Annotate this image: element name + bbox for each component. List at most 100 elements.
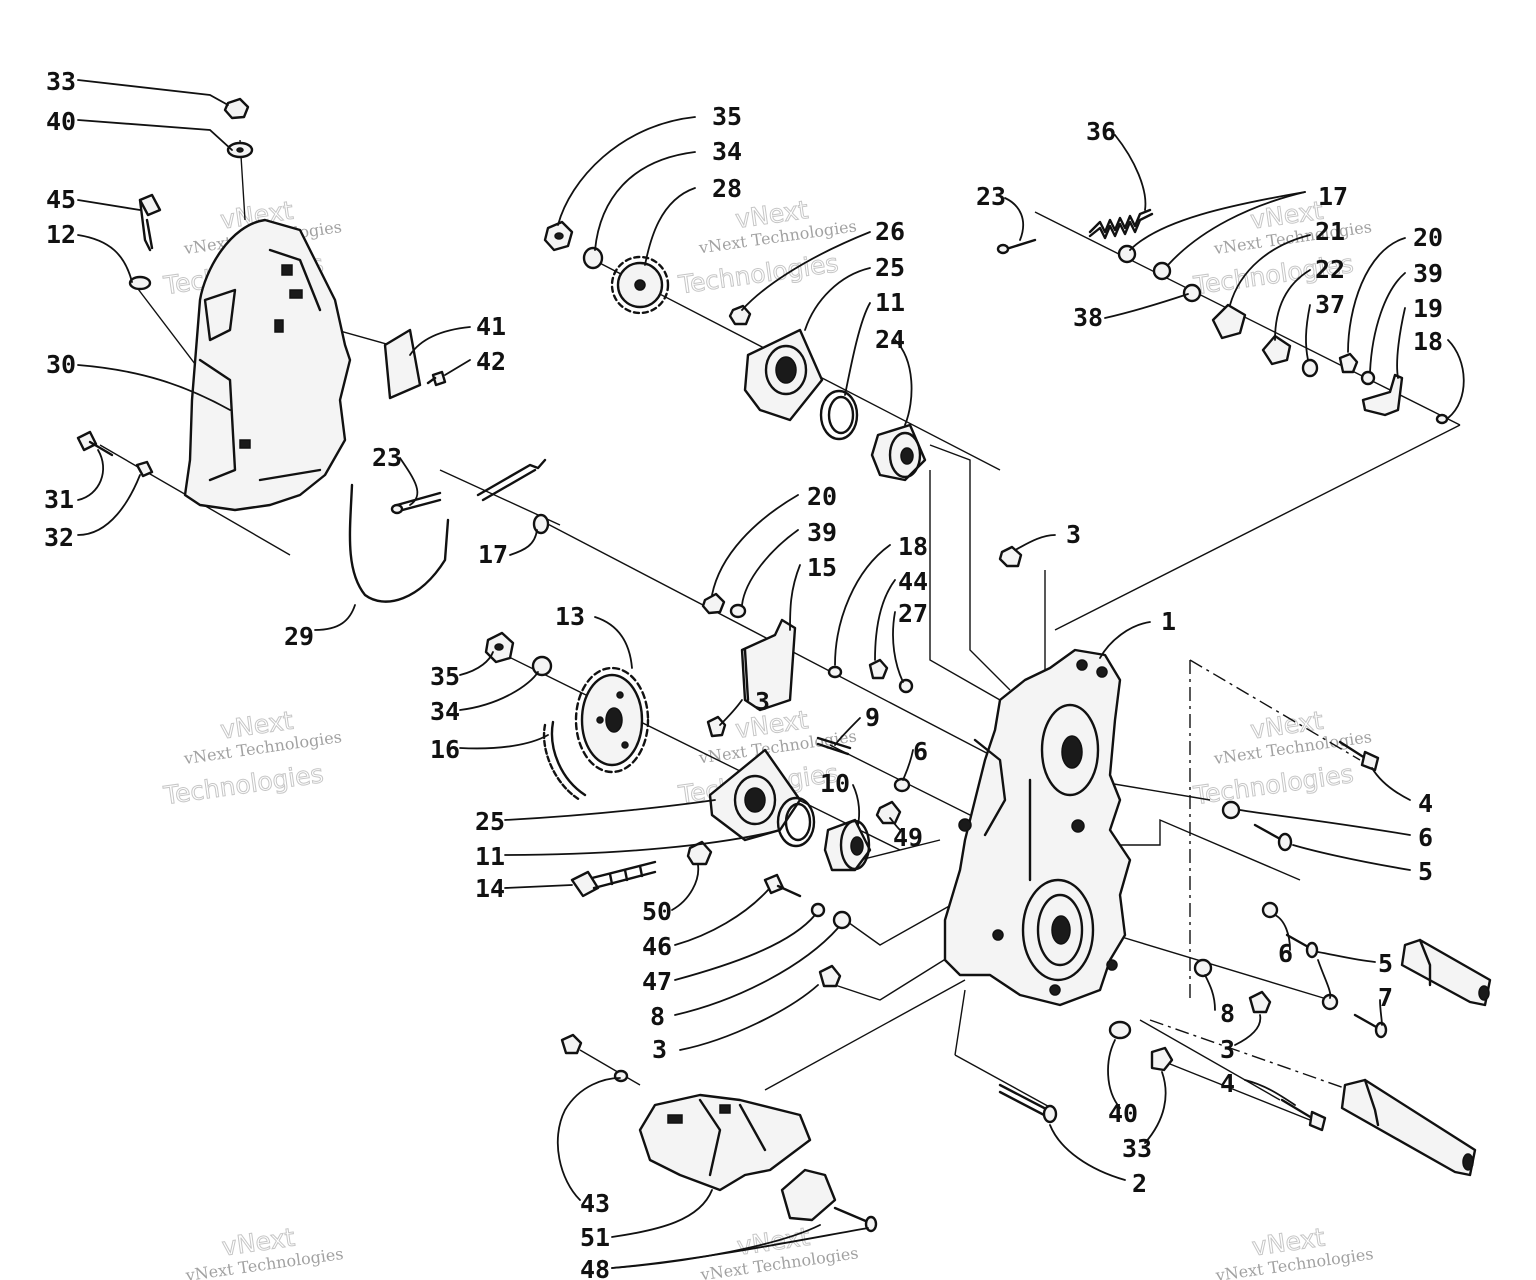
washer-34-lower	[531, 655, 553, 677]
pin-23-right	[996, 238, 1037, 255]
callout-29: 29	[284, 622, 314, 651]
washer-34-upper	[582, 246, 604, 270]
callout-39-mid: 39	[807, 518, 837, 547]
chain-case-cover	[183, 218, 352, 512]
cable-29	[348, 458, 547, 603]
callout-32: 32	[44, 523, 74, 552]
spring-36	[1088, 208, 1154, 240]
callout-40-lower: 40	[1108, 1099, 1138, 1128]
callout-11-upper: 11	[875, 288, 905, 317]
callout-20-mid: 20	[807, 482, 837, 511]
callout-16: 16	[430, 735, 460, 764]
callout-23-left: 23	[372, 443, 402, 472]
callout-23-right: 23	[976, 182, 1006, 211]
callout-38: 38	[1073, 303, 1103, 332]
washer-17-left	[532, 513, 550, 535]
nut-33-lower	[1150, 1046, 1174, 1072]
bushing-21	[1211, 303, 1247, 340]
callout-3-mid: 3	[755, 687, 770, 716]
callout-51: 51	[580, 1223, 610, 1252]
nut-35-upper	[543, 220, 574, 252]
callout-11-lower: 11	[475, 842, 505, 871]
plate-41	[383, 328, 422, 400]
bolt-4-lower	[1280, 1098, 1327, 1132]
nut-3-lower-mid	[818, 964, 842, 988]
callout-33-cover: 33	[46, 67, 76, 96]
callout-8-right: 8	[1220, 999, 1235, 1028]
callout-41: 41	[476, 312, 506, 341]
callout-4-upper: 4	[1418, 789, 1433, 818]
callout-46: 46	[642, 932, 672, 961]
callout-25-lower: 25	[475, 807, 505, 836]
lever-19	[1361, 373, 1404, 417]
watermark-mid-right: vNext vNext Technologies Technologies	[1191, 705, 1373, 811]
washer-6-right-upper	[1221, 800, 1241, 820]
sprocket-28	[610, 255, 670, 315]
nut-50	[686, 840, 713, 866]
bolt-14	[570, 860, 657, 898]
callout-42: 42	[476, 347, 506, 376]
callout-19: 19	[1413, 294, 1443, 323]
nut-49	[875, 800, 902, 825]
callout-12: 12	[46, 220, 76, 249]
callout-7: 7	[1378, 983, 1393, 1012]
bracket-15	[740, 618, 797, 712]
callout-31: 31	[44, 485, 74, 514]
callout-35-lower: 35	[430, 662, 460, 691]
nut-3-mid	[706, 715, 727, 738]
bolt-4-upper	[1338, 740, 1380, 772]
bolt-48	[833, 1206, 878, 1233]
callout-15: 15	[807, 553, 837, 582]
callout-3-right: 3	[1220, 1035, 1235, 1064]
bearing-10	[823, 818, 872, 872]
bearing-24	[870, 423, 927, 482]
callout-labels: 33 40 45 12 30 31 32 41 42 23 29 17 35 3…	[44, 67, 1443, 1280]
bolt-45	[138, 193, 162, 252]
callout-49: 49	[893, 823, 923, 852]
washer-47	[810, 902, 826, 918]
washer-40-lower	[1108, 1020, 1132, 1040]
callout-34-lower: 34	[430, 697, 460, 726]
callout-18-mid: 18	[898, 532, 928, 561]
callout-6-mid: 6	[913, 737, 928, 766]
callout-20-right: 20	[1413, 223, 1443, 252]
tensioner-51	[638, 1093, 812, 1192]
washer-38	[1182, 283, 1202, 303]
bushing-22	[1261, 334, 1292, 366]
washer-6-mid	[893, 777, 911, 793]
bolt-7	[1353, 1013, 1388, 1039]
callout-30: 30	[46, 350, 76, 379]
bolt-5-upper	[1253, 823, 1293, 852]
callout-25-upper: 25	[875, 253, 905, 282]
nut-20-right	[1338, 352, 1359, 374]
callout-43: 43	[580, 1189, 610, 1218]
washer-8-mid	[832, 910, 852, 930]
callout-1: 1	[1161, 607, 1176, 636]
callout-40-cover: 40	[46, 107, 76, 136]
bearing-flange-25-upper	[743, 328, 824, 422]
callout-14: 14	[475, 874, 505, 903]
pin-18-right	[1435, 413, 1449, 425]
callout-9: 9	[865, 703, 880, 732]
callout-5-lower: 5	[1378, 949, 1393, 978]
callout-21: 21	[1315, 217, 1345, 246]
nut-33-cover	[223, 97, 250, 120]
callout-6-right: 6	[1418, 823, 1433, 852]
nut-44	[868, 658, 889, 680]
callout-35-upper: 35	[712, 102, 742, 131]
pin-23-left	[390, 491, 442, 515]
bolt-5-lower	[1285, 933, 1319, 959]
chain-case-housing	[943, 648, 1132, 1007]
callout-39-right: 39	[1413, 259, 1443, 288]
washer-39-right	[1360, 370, 1376, 386]
callout-33-lower: 33	[1122, 1134, 1152, 1163]
watermark-bottom-left: vNext vNext Technologies	[184, 1222, 345, 1280]
callout-37: 37	[1315, 290, 1345, 319]
pin-18-mid	[827, 665, 843, 679]
stud-9	[816, 736, 852, 756]
plate-48	[780, 1168, 837, 1222]
washer-39-mid	[729, 603, 747, 619]
callout-5-upper: 5	[1418, 857, 1433, 886]
nut-3-upper	[998, 545, 1023, 568]
